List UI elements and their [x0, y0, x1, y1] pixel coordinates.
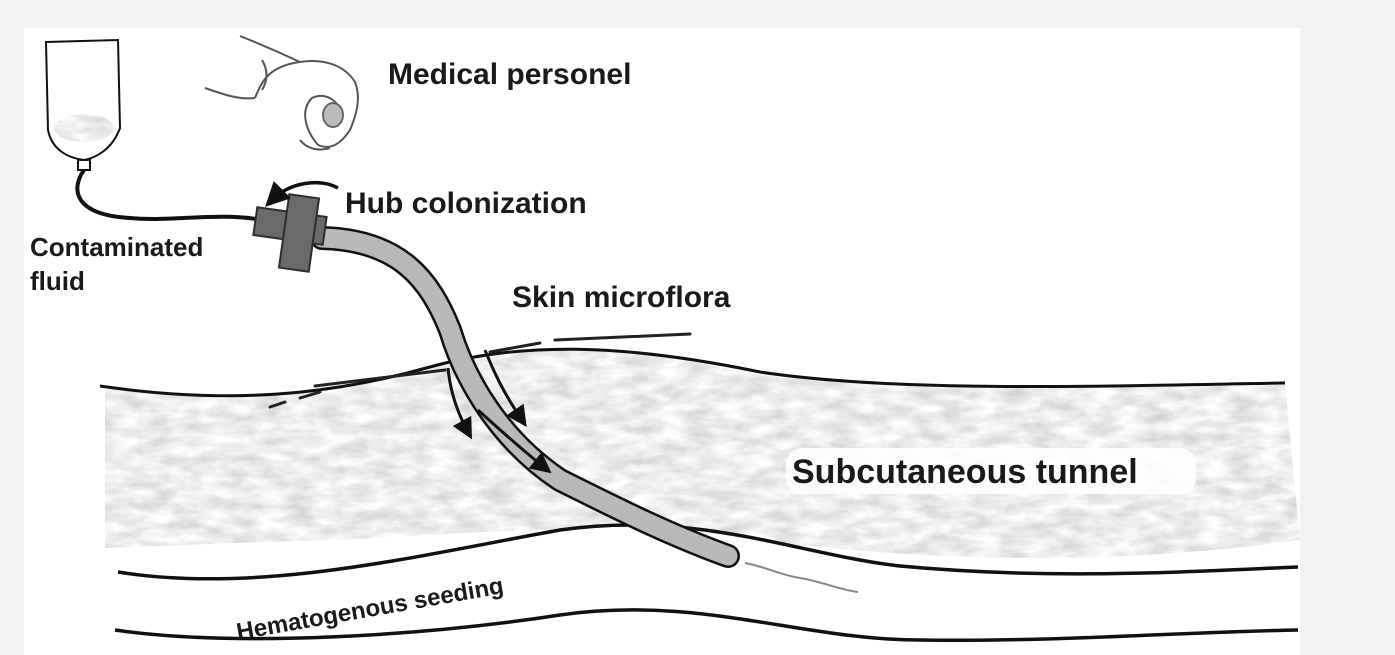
label-hub-colonization: Hub colonization: [345, 187, 587, 220]
label-fluid: fluid: [30, 266, 85, 296]
hub-connector-icon: [253, 194, 326, 271]
label-subcutaneous-tunnel: Subcutaneous tunnel: [792, 453, 1138, 491]
label-skin-microflora: Skin microflora: [512, 281, 731, 314]
catheter-tip-trail: [745, 563, 858, 592]
label-contaminated: Contaminated: [30, 232, 203, 262]
label-medical-personnel: Medical personel: [388, 58, 631, 91]
iv-bag-icon: [46, 40, 120, 170]
hand-icon: [205, 36, 358, 150]
iv-tubing: [77, 170, 262, 220]
